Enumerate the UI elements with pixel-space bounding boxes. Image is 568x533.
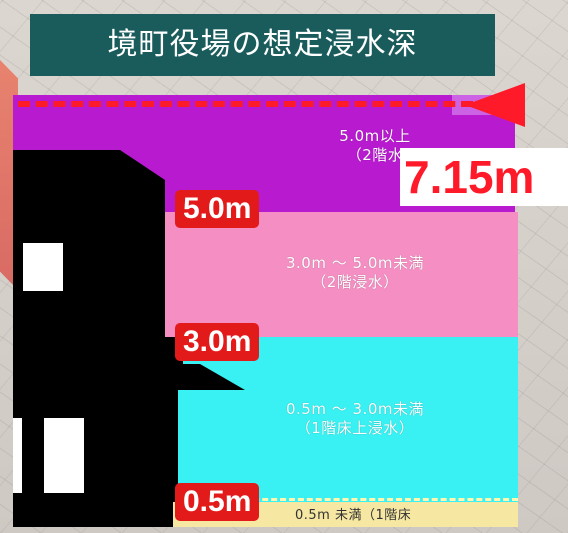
band-3m-5m-line1: 3.0m ～ 5.0m未満 — [286, 254, 424, 272]
level-label-3m: 3.0m — [175, 323, 260, 361]
band-05m-3m-label: 0.5m ～ 3.0m未満 （1階床上浸水） — [255, 400, 455, 438]
band-05m-3m-line1: 0.5m ～ 3.0m未満 — [286, 400, 424, 418]
band-05m-3m-line2: （1階床上浸水） — [295, 419, 415, 437]
level-label-05m: 0.5m — [175, 483, 260, 521]
max-depth-value: 7.15m — [404, 151, 535, 203]
building-window — [44, 418, 84, 493]
band-5m-plus-line2: （2階水 — [346, 146, 404, 164]
building-window — [13, 418, 22, 493]
page-title: 境町役場の想定浸水深 — [30, 14, 495, 76]
max-depth-dashed-line — [18, 101, 473, 107]
level-label-5m: 5.0m — [175, 190, 260, 228]
max-depth-arrow — [465, 83, 525, 127]
building-window — [23, 243, 63, 291]
band-5m-plus-label: 5.0m以上 （2階水 — [290, 127, 460, 165]
band-under-05m-line1: 0.5m 未満（1階床 — [295, 508, 412, 523]
band-under-05m-label: 0.5m 未満（1階床 — [295, 506, 520, 525]
max-depth-box — [400, 148, 568, 206]
band-3m-5m-line2: （2階浸水） — [311, 273, 399, 291]
band-5m-plus-line1: 5.0m以上 — [339, 127, 411, 145]
band-under-05m-dashline — [173, 498, 518, 501]
building-upper-block — [13, 150, 183, 364]
band-3m-5m-label: 3.0m ～ 5.0m未満 （2階浸水） — [255, 254, 455, 292]
